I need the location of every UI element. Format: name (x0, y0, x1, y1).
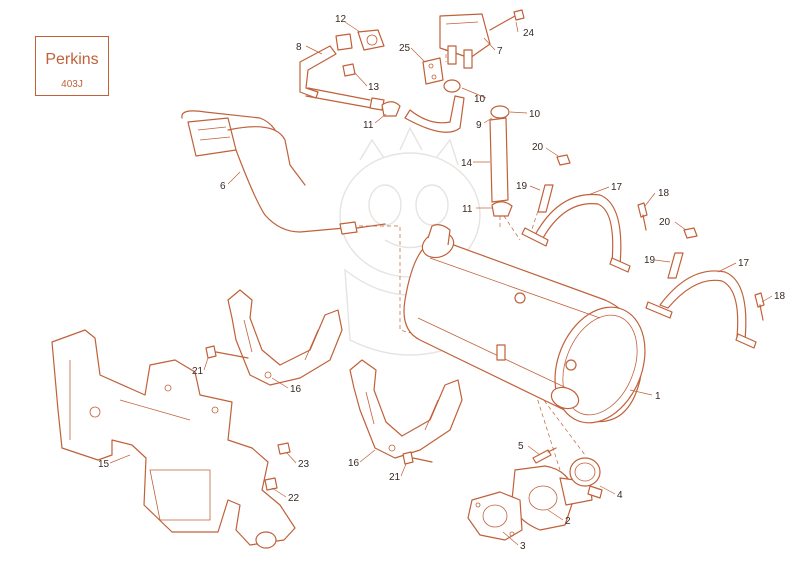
callout-15: 15 (98, 459, 110, 470)
part-1-muffler (403, 224, 646, 424)
callout-21b: 21 (389, 472, 401, 483)
part-12-elbow (335, 29, 385, 51)
callout-17b: 17 (738, 258, 750, 269)
callout-20a: 20 (532, 142, 544, 153)
part-17-strap-lower (645, 270, 757, 349)
callout-23: 23 (298, 459, 310, 470)
part-22-bolt (264, 477, 278, 491)
part-11-clips (381, 101, 513, 217)
callout-25: 25 (399, 43, 411, 54)
callout-3: 3 (520, 541, 526, 552)
brand-model: 403J (61, 79, 83, 90)
part-17-strap-upper (521, 193, 631, 273)
callout-18b: 18 (774, 291, 786, 302)
callout-11b: 11 (462, 204, 473, 215)
callout-13: 13 (368, 82, 380, 93)
part-7-sensor-block (439, 13, 491, 69)
part-18-bolts (637, 202, 765, 321)
part-4-clamp (569, 457, 603, 499)
callout-1: 1 (655, 391, 661, 402)
part-16-bracket-upper (227, 289, 343, 386)
callout-9: 9 (476, 120, 482, 131)
callout-5: 5 (518, 441, 524, 452)
part-16-bracket-lower (349, 359, 463, 459)
brand-name: Perkins (45, 51, 99, 68)
callout-16b: 16 (348, 458, 360, 469)
callout-8: 8 (296, 42, 302, 53)
callout-11a: 11 (363, 120, 374, 131)
part-13-bolt (342, 63, 356, 77)
part-20-nuts (556, 154, 698, 239)
callout-22: 22 (288, 493, 300, 504)
callout-17a: 17 (611, 182, 623, 193)
part-23-bolt (277, 442, 291, 455)
callout-21a: 21 (192, 366, 204, 377)
callout-labels: 1 2 3 4 5 6 7 8 9 10 10 11 11 12 13 14 1… (98, 14, 786, 552)
callout-24: 24 (523, 28, 535, 39)
part-14-tube (489, 117, 509, 203)
callout-18a: 18 (658, 188, 670, 199)
callout-6: 6 (220, 181, 226, 192)
callout-10a: 10 (474, 94, 486, 105)
part-5-stud (532, 447, 557, 464)
part-8-tube (299, 45, 385, 111)
callout-2: 2 (565, 516, 571, 527)
leader-lines (109, 21, 773, 546)
part-24-bolt (489, 9, 525, 31)
callout-19a: 19 (516, 181, 528, 192)
part-21-bolts (205, 345, 433, 465)
callout-12: 12 (335, 14, 347, 25)
callout-10b: 10 (529, 109, 541, 120)
callout-7: 7 (497, 46, 503, 57)
part-25-block (422, 57, 444, 85)
callout-14: 14 (461, 158, 473, 169)
part-10-clamps (443, 79, 510, 119)
part-3-gasket (467, 491, 523, 541)
callout-16a: 16 (290, 384, 302, 395)
callout-4: 4 (617, 490, 623, 501)
callout-20b: 20 (659, 217, 671, 228)
brand-box: Perkins 403J (35, 36, 109, 96)
part-9-hose (404, 95, 465, 133)
callout-19b: 19 (644, 255, 656, 266)
part-19-studs (537, 184, 684, 279)
part-15-frame (51, 329, 296, 549)
part-6-sensor-harness (181, 110, 386, 235)
